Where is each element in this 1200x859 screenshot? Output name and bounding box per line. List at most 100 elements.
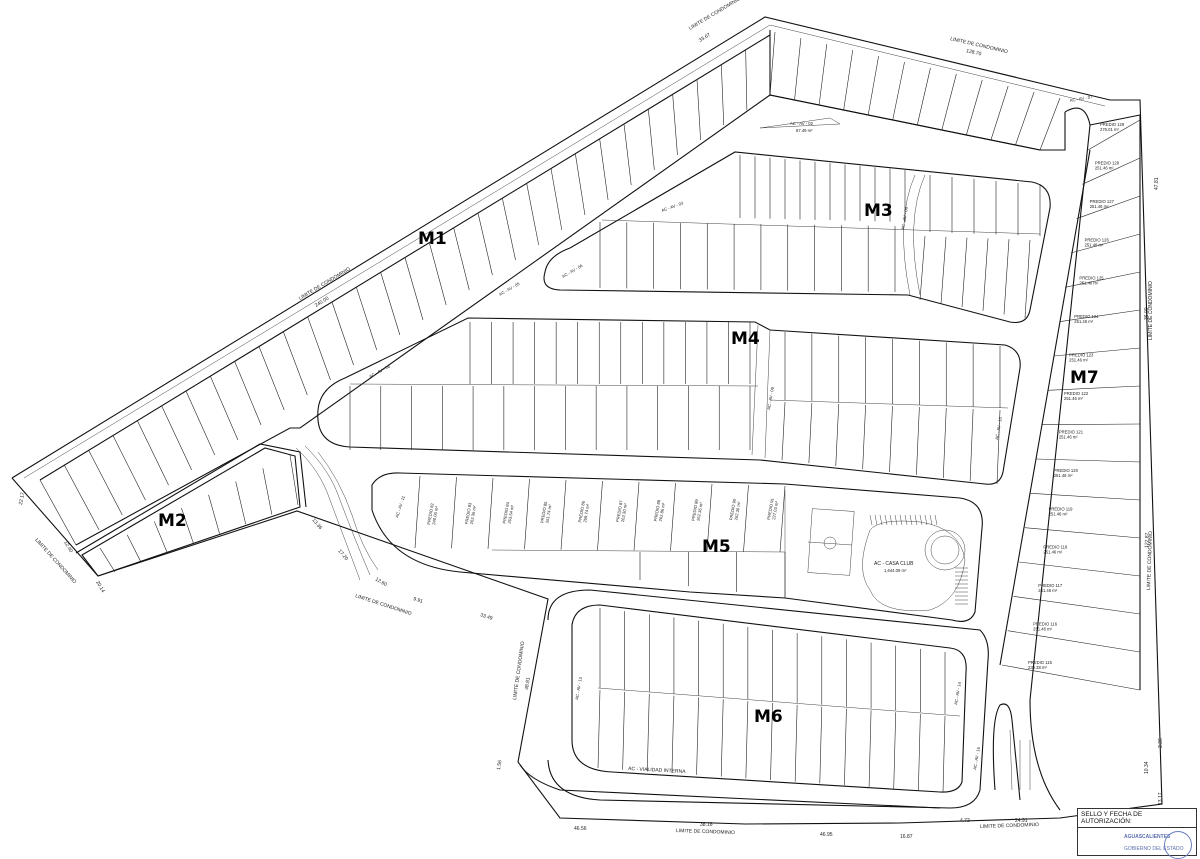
lot-division-line xyxy=(1039,97,1061,151)
lot-division-line xyxy=(862,404,866,470)
m7-lot-name: PREDIO 128 xyxy=(1095,160,1120,165)
m7-lot-area: 239.38 m² xyxy=(1028,665,1047,670)
boundary-label-mid: LIMITE DE CONDOMINIO xyxy=(354,593,412,617)
block-label-m1: M1 xyxy=(418,229,447,249)
lot-division-line xyxy=(112,435,146,501)
m5-lot-name: PREDIO 91 xyxy=(766,497,775,520)
lot-division-line xyxy=(867,55,879,116)
m7-lot-area: 251.46 m² xyxy=(1085,242,1104,247)
lot-division-line xyxy=(818,43,828,106)
dim-23: 20.14 xyxy=(94,580,106,594)
lot-division-line xyxy=(889,514,893,526)
lot-division-line xyxy=(185,390,216,456)
block-label-m4: M4 xyxy=(731,329,760,349)
lot-division-line xyxy=(745,49,748,111)
lot-division-line xyxy=(1024,527,1141,539)
block-m1-top xyxy=(769,30,1066,151)
area-av02-size: 87.49 m² xyxy=(796,128,813,133)
m5-lot-area: 262.36 m² xyxy=(696,501,704,521)
block-m2 xyxy=(81,447,301,577)
m7-lot-area: 251.46 m² xyxy=(1033,627,1052,632)
m7-lot-area: 251.46 m² xyxy=(1054,473,1073,478)
lot-division-line xyxy=(623,123,632,186)
lot-division-line xyxy=(819,706,823,784)
lot-division-line xyxy=(1076,195,1141,219)
area-av14: AC - AV - 14 xyxy=(953,681,962,705)
dim-5: 36.00 xyxy=(1144,307,1150,320)
dim-3: 240.00 xyxy=(314,296,330,309)
area-vialidad-label: AC - VIALIDAD INTERNA xyxy=(628,766,686,775)
lot-division-line xyxy=(234,361,262,426)
lot-division-line xyxy=(380,272,401,336)
m7-lot-area: 251.46 m² xyxy=(1090,204,1109,209)
block-label-m7: M7 xyxy=(1070,368,1099,388)
block-m5 xyxy=(371,472,983,622)
m7-lot-name: PREDIO 124 xyxy=(1074,314,1099,319)
m7-lot-name: PREDIO 129 xyxy=(1100,122,1125,127)
boundary-label-right-a: LIMITE DE CONDOMINIO xyxy=(1148,281,1154,340)
lot-division-line xyxy=(1070,233,1141,254)
dim-4: 47.81 xyxy=(1154,177,1160,190)
m5-lot-area: 227.03 m² xyxy=(771,500,779,520)
lot-division-line xyxy=(868,710,872,787)
lot-division-line xyxy=(929,514,933,526)
lot-division-line xyxy=(526,183,539,246)
lot-division-line xyxy=(942,407,947,479)
lot-division-line xyxy=(258,346,285,411)
block-label-m6: M6 xyxy=(754,707,783,727)
area-av05: AC - AV - 05 xyxy=(498,281,521,297)
basketball-court xyxy=(807,508,855,576)
m5-lot-area: 261.74 m² xyxy=(544,503,552,523)
m5-lot-name: PREDIO 84 xyxy=(502,501,511,524)
lot-division-line xyxy=(502,198,516,261)
lot-division-line xyxy=(843,49,854,111)
lot-division-line xyxy=(331,301,354,366)
m7-lot-area: 251.46 m² xyxy=(1074,319,1093,324)
lot-division-line xyxy=(914,514,918,526)
dim-24: 12.40 xyxy=(62,540,74,554)
lot-division-line xyxy=(909,514,913,526)
boundary-label-right-b: LIMITE DE CONDOMINIO xyxy=(1146,531,1154,590)
m5-lot-name: PREDIO 90 xyxy=(728,498,737,521)
lot-division-line xyxy=(550,168,563,231)
area-av04: AC - AV - 04 xyxy=(900,206,909,230)
lot-division-line xyxy=(1024,239,1031,319)
lot-division-line xyxy=(208,494,220,534)
boundary-label-bottom: LIMITE DE CONDOMINIO xyxy=(676,828,735,836)
lot-division-line xyxy=(919,235,926,301)
area-av11: AC - AV - 11 xyxy=(394,495,406,519)
area-av03: AC - AV - 03 xyxy=(661,200,685,213)
lot-division-line xyxy=(1030,493,1141,501)
lot-division-line xyxy=(39,479,77,546)
boundary-label-vertical: LIMITE DE CONDOMINIO xyxy=(512,641,526,700)
lot-division-line xyxy=(622,691,625,770)
m7-lot-name: PREDIO 126 xyxy=(1085,237,1110,242)
dim-15: 46.56 xyxy=(574,826,587,832)
lot-division-line xyxy=(982,238,989,311)
lot-division-line xyxy=(161,405,192,471)
m7-lot-area: 251.46 m² xyxy=(1095,165,1114,170)
m7-lot-name: PREDIO 115 xyxy=(1028,660,1053,665)
dim-8: 13.17 xyxy=(1158,792,1164,805)
lot-division-line xyxy=(892,61,905,121)
stamp-seal-icon xyxy=(1164,831,1192,859)
lot-division-line xyxy=(894,514,898,526)
lot-division-line xyxy=(721,64,725,126)
lot-division-line xyxy=(879,514,883,526)
m7-lot-area: 251.46 m² xyxy=(1059,434,1078,439)
lot-division-line xyxy=(429,242,447,306)
lot-division-line xyxy=(1036,458,1141,463)
lot-division-line xyxy=(1003,239,1010,315)
m5-lot-area: 240.00 m² xyxy=(431,505,439,525)
area-av08: AC - AV - 08 xyxy=(368,363,391,379)
outer-frontage-line xyxy=(75,443,307,554)
block-label-m5: M5 xyxy=(702,537,731,557)
lot-division-line xyxy=(487,477,494,549)
block-label-m3: M3 xyxy=(864,201,893,221)
dim-14: 38.16 xyxy=(700,822,713,828)
lot-division-line xyxy=(1042,423,1141,425)
dim-16: 1.56 xyxy=(496,760,503,771)
m5-lot-area: 263.54 m² xyxy=(507,504,515,524)
lot-division-line xyxy=(126,534,142,563)
lot-division-line xyxy=(990,85,1009,141)
